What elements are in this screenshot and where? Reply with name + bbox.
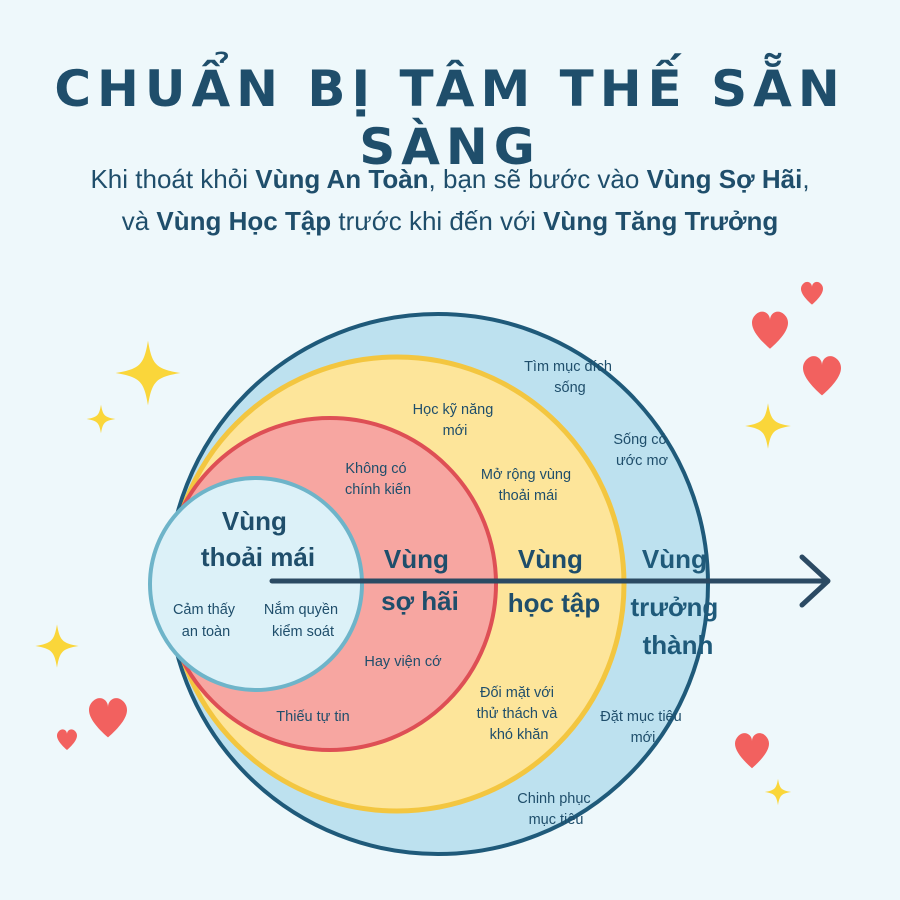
fear-note-excuses: Hay viện cớ: [364, 654, 442, 670]
subtitle: Khi thoát khỏi Vùng An Toàn, bạn sẽ bước…: [0, 158, 900, 242]
sparkle-icon: [86, 404, 116, 434]
sparkle-icon: [115, 340, 181, 406]
comfort-note-feel-safe: Cảm thấy an toàn: [173, 602, 239, 640]
growth-zone-label: Vùng trưởng thành: [630, 544, 725, 660]
comfort-zone-label: Vùng thoải mái: [201, 506, 315, 572]
heart-icon: [802, 356, 842, 396]
heart-icon: [88, 698, 128, 738]
hearts-group: [56, 281, 842, 769]
comfort-note-in-control: Nắm quyền kiểm soát: [264, 601, 342, 640]
learning-note-face-challenges: Đối mặt với thử thách và khó khăn: [477, 685, 562, 743]
growth-note-conquer-goals: Chinh phục mục tiêu: [517, 791, 594, 828]
sparkles-group: [35, 340, 792, 806]
growth-note-have-dreams: Sống có ước mơ: [613, 432, 670, 469]
heart-icon: [751, 311, 789, 349]
page-title: CHUẨN BỊ TÂM THẾ SẴN SÀNG: [54, 60, 846, 176]
subtitle-line-2: và Vùng Học Tập trước khi đến với Vùng T…: [121, 206, 779, 236]
heart-icon: [734, 733, 770, 769]
progress-arrow: [269, 554, 831, 608]
growth-note-life-purpose: Tìm mục đích sống: [524, 359, 616, 396]
learning-note-new-skills: Học kỹ năng mới: [413, 402, 498, 439]
fear-note-no-opinion: Không có chính kiến: [345, 461, 411, 498]
heart-icon: [800, 281, 824, 305]
growth-note-new-goals: Đặt mục tiêu mới: [600, 709, 685, 746]
sparkle-icon: [764, 778, 792, 806]
sparkle-icon: [745, 403, 791, 449]
subtitle-line-1: Khi thoát khỏi Vùng An Toàn, bạn sẽ bước…: [90, 164, 810, 194]
comfort-zone-circle: [148, 476, 364, 692]
learning-zone-label: Vùng học tập: [508, 544, 600, 618]
fear-note-low-confidence: Thiếu tự tin: [276, 709, 349, 725]
fear-zone-label: Vùng sợ hãi: [381, 544, 459, 616]
sparkle-icon: [35, 624, 79, 668]
learning-note-expand-comfort: Mở rộng vùng thoải mái: [481, 467, 575, 504]
heart-icon: [56, 729, 78, 750]
